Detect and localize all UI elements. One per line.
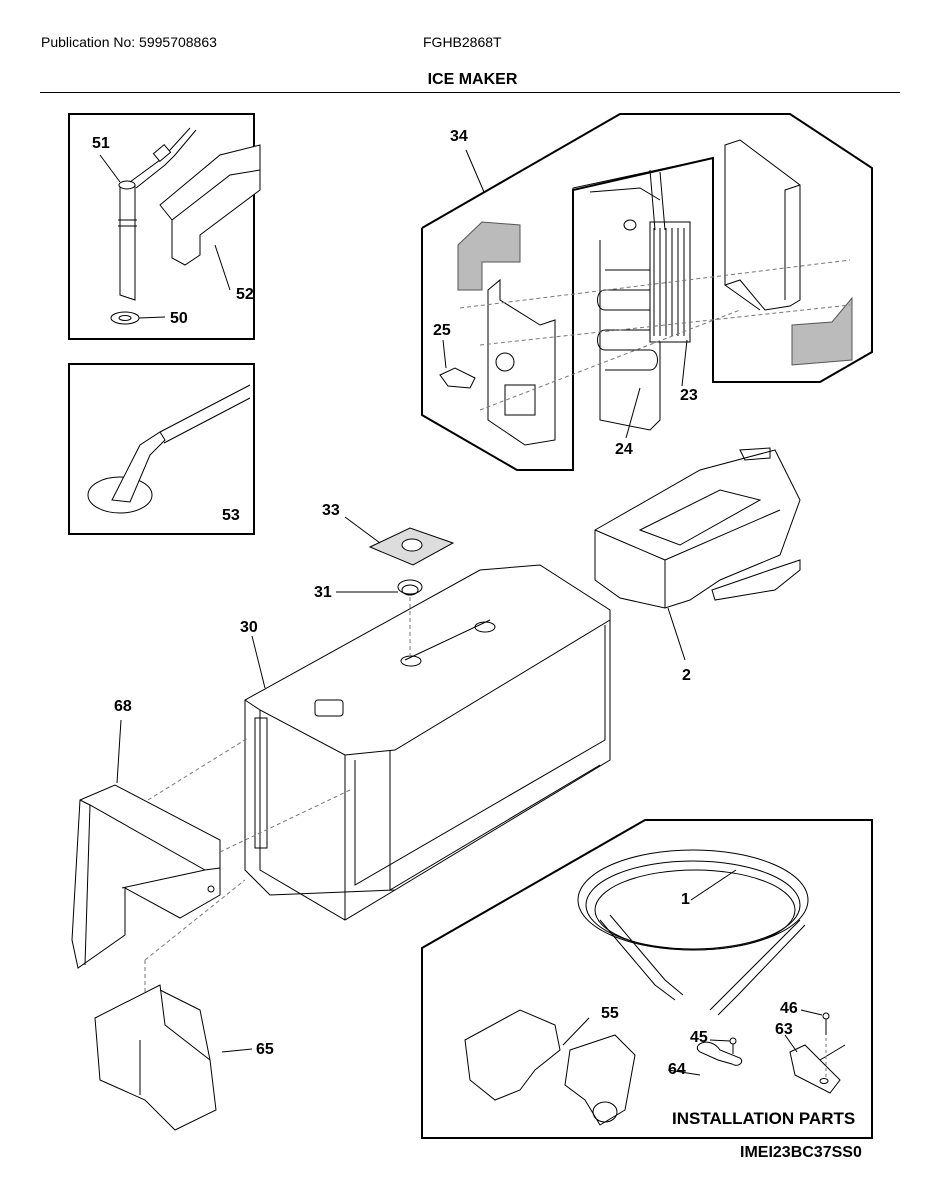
callout-51: 51 [92, 135, 110, 152]
inset-box-fill-tube [68, 113, 261, 340]
inset-box-fill-cup [68, 363, 255, 535]
page-title: ICE MAKER [427, 71, 518, 88]
bucket-bracket [94, 984, 253, 1131]
callout-1: 1 [681, 891, 690, 908]
installation-parts-caption: INSTALLATION PARTS [672, 1109, 856, 1128]
callout-2: 2 [682, 667, 691, 684]
evaporator-assembly-group [421, 113, 873, 471]
callout-45: 45 [690, 1029, 708, 1046]
callout-50: 50 [170, 310, 188, 327]
callout-33: 33 [322, 502, 340, 519]
model-number: FGHB2868T [423, 34, 502, 50]
callout-53: 53 [222, 507, 240, 524]
header-divider [40, 92, 900, 93]
callout-64: 64 [668, 1061, 686, 1078]
callout-68: 68 [114, 698, 132, 715]
callout-55: 55 [601, 1005, 619, 1022]
callout-34: 34 [450, 128, 468, 145]
callout-65: 65 [256, 1041, 274, 1058]
callout-30: 30 [240, 619, 258, 636]
callout-46: 46 [780, 1000, 798, 1017]
callout-31: 31 [314, 584, 332, 601]
callout-23: 23 [680, 387, 698, 404]
callout-25: 25 [433, 322, 451, 339]
drawing-code: IMEI23BC37SS0 [740, 1144, 862, 1161]
callout-52: 52 [236, 286, 254, 303]
installation-parts-group [421, 819, 873, 1139]
publication-number: Publication No: 5995708863 [41, 34, 217, 50]
callout-63: 63 [775, 1021, 793, 1038]
front-cover [71, 719, 351, 1000]
ice-maker-assembly [594, 447, 801, 661]
ice-bucket [244, 516, 611, 921]
callout-24: 24 [615, 441, 633, 458]
